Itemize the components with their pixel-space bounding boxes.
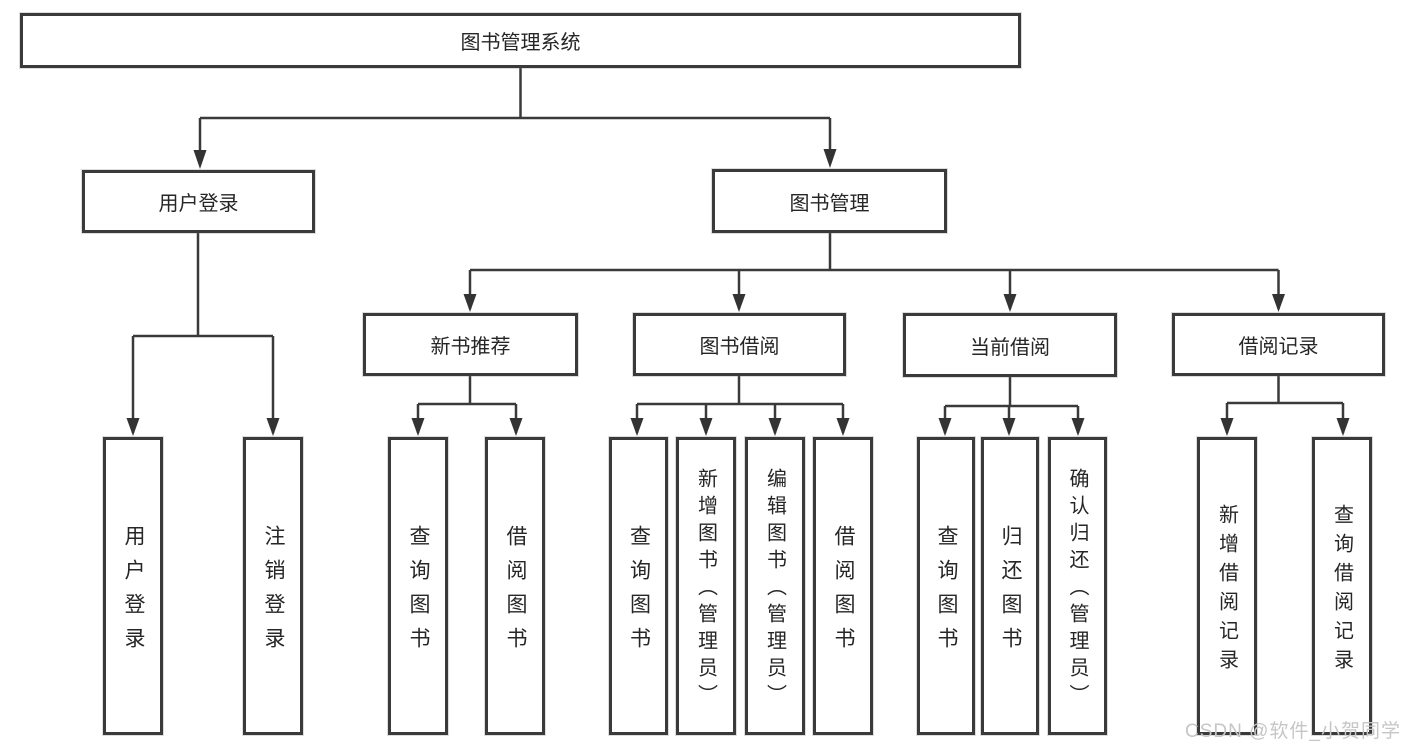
node-label: 借阅图书 [504,524,527,661]
node-label: 图书借阅 [699,336,780,358]
watermark: CSDN @软件_小贺同学 [1185,721,1401,742]
leaf-return-books: 归还图书 [981,437,1039,735]
node-label: 确认归还（管理员） [1066,468,1088,711]
node-label: 新增借阅记录 [1215,503,1238,678]
node-label: 注销登录 [262,524,285,661]
leaf-query-books-borrow: 查询图书 [609,437,668,735]
leaf-user-login: 用户登录 [103,437,163,735]
node-label: 编辑图书（管理员） [763,468,786,711]
leaf-query-borrow-record: 查询借阅记录 [1312,437,1372,735]
leaf-confirm-return-admin: 确认归还（管理员） [1048,437,1107,735]
leaf-borrow-books: 借阅图书 [813,437,873,735]
leaf-borrow-books-newbooks: 借阅图书 [485,437,545,735]
leaf-add-book-admin: 新增图书（管理员） [676,437,736,735]
leaf-add-borrow-record: 新增借阅记录 [1197,437,1257,735]
node-label: 查询图书 [935,524,958,661]
node-label: 新书推荐 [430,336,511,358]
node-label: 当前借阅 [970,336,1050,359]
node-label: 查询图书 [627,524,651,661]
node-library-management-system: 图书管理系统 [20,13,1021,68]
node-current-borrow: 当前借阅 [903,313,1117,377]
node-new-book-recommend: 新书推荐 [363,313,578,376]
node-label: 借阅图书 [832,524,855,661]
node-borrow-records: 借阅记录 [1172,313,1385,376]
node-label: 用户登录 [122,524,145,661]
leaf-query-books-current: 查询图书 [917,437,975,735]
node-label: 图书管理 [789,192,870,215]
leaf-logout-login: 注销登录 [243,437,303,735]
node-label: 归还图书 [999,524,1022,661]
node-book-borrow: 图书借阅 [633,313,846,376]
leaf-edit-book-admin: 编辑图书（管理员） [745,437,805,735]
leaf-query-books-newbooks: 查询图书 [388,437,448,735]
node-label: 查询借阅记录 [1330,503,1353,678]
node-book-management: 图书管理 [712,169,947,233]
node-label: 用户登录 [158,193,239,215]
node-user-login: 用户登录 [82,170,315,233]
node-label: 借阅记录 [1238,336,1319,358]
node-label: 新增图书（管理员） [694,468,717,711]
node-label: 图书管理系统 [460,32,581,54]
node-label: 查询图书 [407,524,430,661]
